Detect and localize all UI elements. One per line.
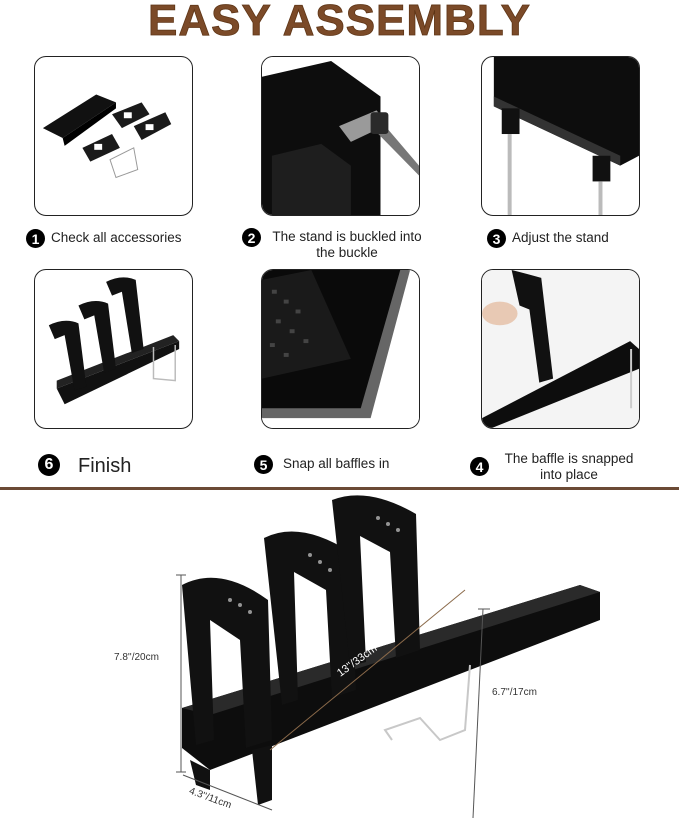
step-6-image bbox=[34, 269, 193, 429]
step-label: Check all accessories bbox=[51, 230, 182, 245]
step-number-badge: 2 bbox=[242, 228, 261, 247]
step-1: 1 Check all accessories bbox=[26, 229, 182, 248]
step-5-image bbox=[261, 269, 420, 429]
step-number-badge: 6 bbox=[38, 454, 60, 476]
step-2-image bbox=[261, 56, 420, 216]
step-label: Snap all baffles in bbox=[283, 456, 390, 471]
step-3: 3 Adjust the stand bbox=[487, 229, 609, 248]
height-dimension-label: 7.8''/20cm bbox=[114, 652, 159, 663]
step-label: The stand is buckled into the buckle bbox=[272, 229, 422, 260]
step-number-badge: 5 bbox=[254, 455, 273, 474]
section-divider bbox=[0, 487, 679, 490]
step-label: Adjust the stand bbox=[512, 230, 609, 245]
step-number-badge: 1 bbox=[26, 229, 45, 248]
step-number-badge: 4 bbox=[470, 457, 489, 476]
step-4: 4 The baffle is snapped into place bbox=[470, 451, 670, 483]
step-4-image bbox=[481, 269, 640, 429]
step-number-badge: 3 bbox=[487, 229, 506, 248]
product-dimension-diagram: 7.8''/20cm 13''/33cm 6.7''/17cm 4.3''/11… bbox=[0, 490, 679, 824]
stand-height-dimension-label: 6.7''/17cm bbox=[492, 687, 537, 698]
step-1-image bbox=[34, 56, 193, 216]
step-3-image bbox=[481, 56, 640, 216]
step-label: Finish bbox=[78, 455, 132, 477]
step-2: 2 The stand is buckled into the buckle bbox=[242, 228, 442, 261]
step-label: The baffle is snapped into place bbox=[504, 451, 634, 482]
step-6: 6 Finish bbox=[38, 454, 132, 477]
page-title: EASY ASSEMBLY bbox=[147, 0, 532, 45]
step-5: 5 Snap all baffles in bbox=[254, 455, 390, 474]
